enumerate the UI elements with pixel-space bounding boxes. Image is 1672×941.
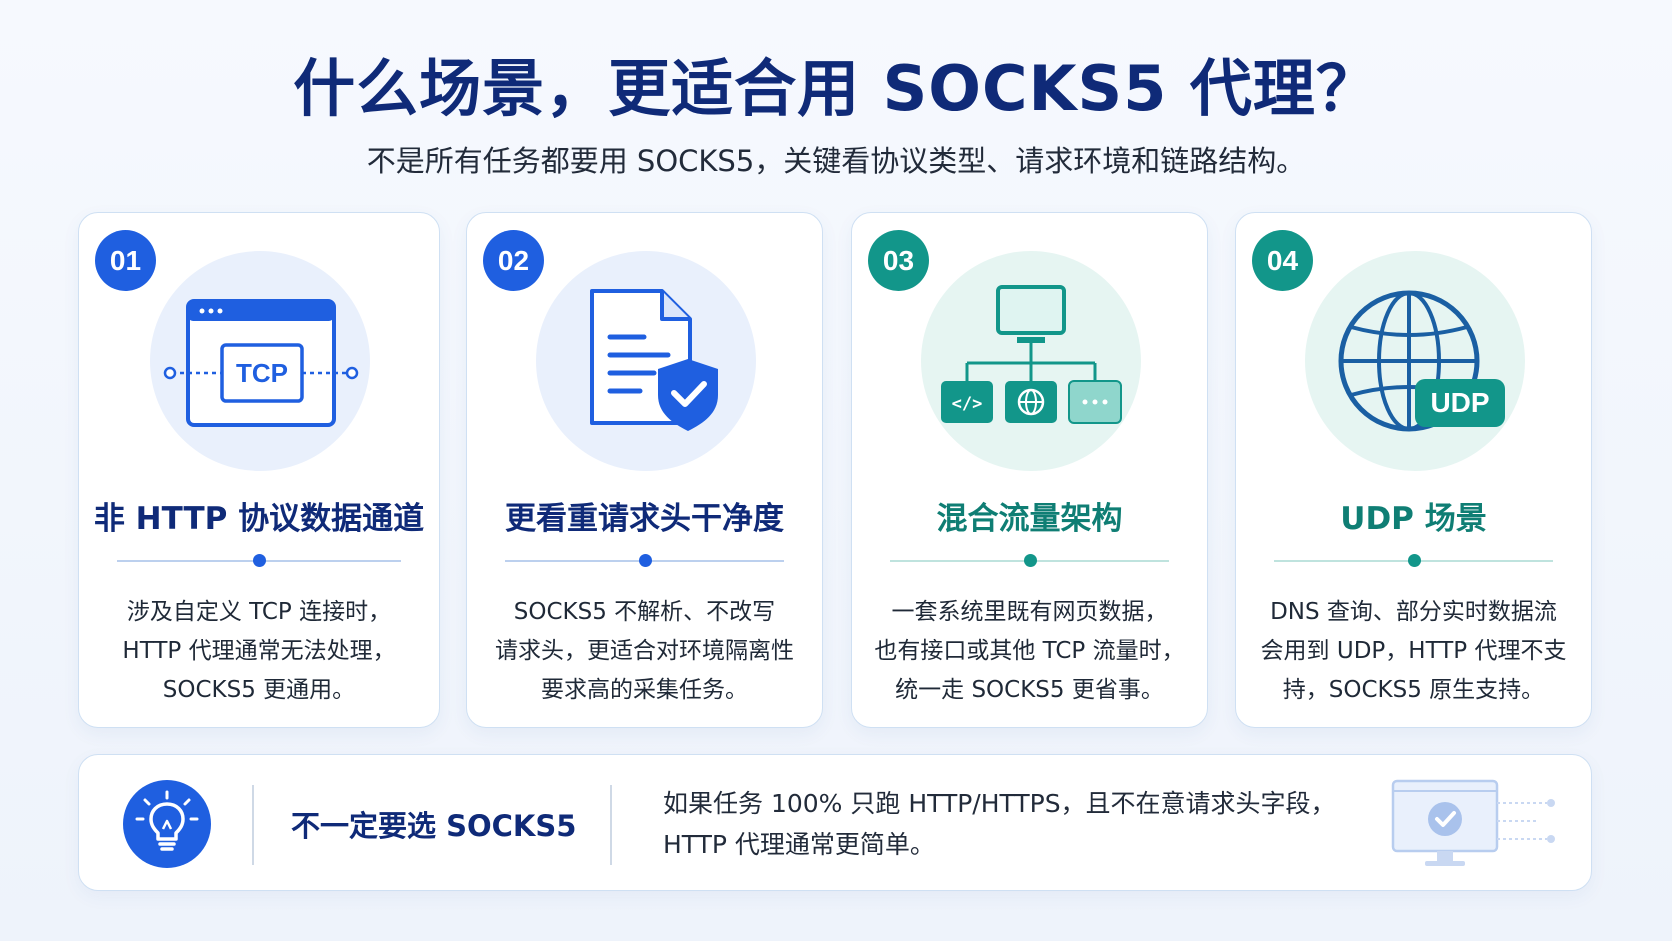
page-title: 什么场景，更适合用 SOCKS5 代理？ <box>293 52 1379 125</box>
divider-dot <box>253 554 266 567</box>
divider-dot <box>638 554 652 567</box>
svg-text:</>: </> <box>952 394 983 414</box>
note-panel: 不一定要选 SOCKS5 如果任务 100% 只跑 HTTP/HTTPS，且不在… <box>78 754 1592 891</box>
scenario-card-3: 03 </> 混合流量架构 一套系统里既有网页数据， 也有接口或其他 TCP 流… <box>851 212 1208 728</box>
note-label: 不一定要选 SOCKS5 <box>291 809 577 843</box>
scenario-card-4: 04 UDP UDP 场景 DNS 查询、部分实时数据流 会用到 UDP，HTT… <box>1235 212 1592 728</box>
note-text: 如果任务 100% 只跑 HTTP/HTTPS，且不在意请求头字段， HTTP … <box>663 789 1336 859</box>
page-subtitle: 不是所有任务都要用 SOCKS5，关键看协议类型、请求环境和链路结构。 <box>366 144 1306 178</box>
card-title: 更看重请求头干净度 <box>505 501 784 537</box>
card-title: 混合流量架构 <box>936 501 1123 537</box>
divider-dot <box>1023 554 1037 567</box>
card-number-badge: 04 <box>1252 230 1313 291</box>
separator <box>252 785 254 865</box>
separator <box>610 785 612 865</box>
card-description: 涉及自定义 TCP 连接时， HTTP 代理通常无法处理， SOCKS5 更通用… <box>122 599 396 703</box>
lightbulb-icon <box>123 780 211 868</box>
scenario-card-1: 01 TCP 非 HTTP 协议数据通道 涉及自定义 TCP 连接时， HTTP… <box>78 212 440 728</box>
network-topology-icon: </> <box>921 251 1141 471</box>
card-number-badge: 03 <box>868 230 929 291</box>
udp-label: UDP <box>1430 387 1489 418</box>
monitor-check-icon <box>1389 777 1569 881</box>
card-title: 非 HTTP 协议数据通道 <box>93 501 425 537</box>
tcp-label: TCP <box>236 358 288 388</box>
globe-udp-icon: UDP <box>1305 251 1525 471</box>
card-description: DNS 查询、部分实时数据流 会用到 UDP，HTTP 代理不支 持，SOCKS… <box>1260 599 1567 703</box>
card-title: UDP 场景 <box>1340 501 1487 537</box>
card-number-badge: 02 <box>483 230 544 291</box>
scenario-card-2: 02 更看重请求头干净度 SOCKS5 不解析、不改写 请求头，更适合对环境隔离… <box>466 212 823 728</box>
card-description: 一套系统里既有网页数据， 也有接口或其他 TCP 流量时， 统一走 SOCKS5… <box>874 599 1185 703</box>
divider-dot <box>1407 554 1421 567</box>
document-shield-icon <box>536 251 756 471</box>
card-number-badge: 01 <box>95 230 156 291</box>
tcp-window-icon: TCP <box>150 251 370 471</box>
card-description: SOCKS5 不解析、不改写 请求头，更适合对环境隔离性 要求高的采集任务。 <box>495 599 794 703</box>
